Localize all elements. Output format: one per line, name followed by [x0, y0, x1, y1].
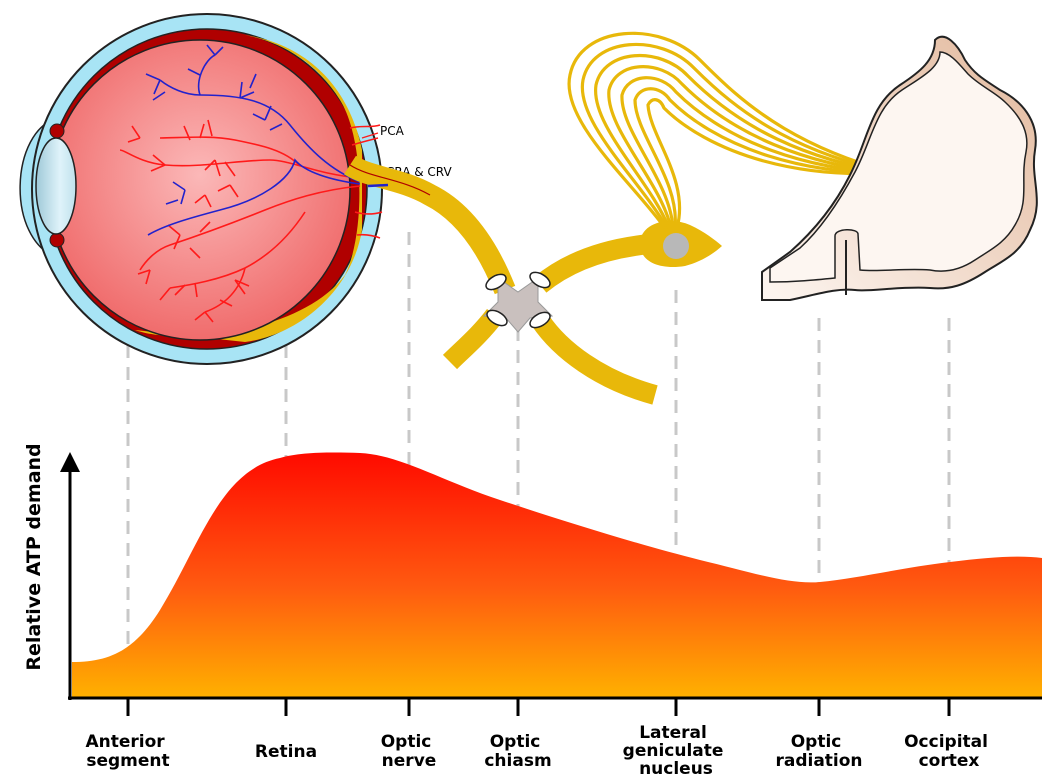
x-ticks [128, 698, 949, 716]
x-label-retina: Retina [255, 742, 317, 762]
ciliary-body-lower [50, 233, 64, 247]
contralateral-nerve [450, 315, 495, 362]
retina-interior [50, 40, 350, 340]
y-axis-label: Relative ATP demand [23, 443, 45, 670]
x-label-optic-chiasm: Optic chiasm [484, 732, 551, 771]
x-label-optic-radiation: Optic radiation [775, 732, 862, 771]
contralateral-tract [540, 320, 655, 395]
ciliary-body-upper [50, 124, 64, 138]
optic-tract [540, 244, 650, 285]
x-label-lgn: Lateral geniculate nucleus [623, 723, 730, 779]
x-label-anterior-segment: Anterior segment [85, 732, 170, 771]
lgn-core [663, 233, 689, 259]
pca-label: PCA [380, 124, 405, 138]
atp-demand-chart: Relative ATP demand Anterior segment Ret… [23, 443, 1042, 779]
y-axis-arrow [60, 452, 80, 472]
atp-demand-curve [72, 453, 1042, 697]
lens [36, 138, 76, 234]
x-label-occipital-cortex: Occipital cortex [904, 732, 994, 771]
x-label-optic-nerve: Optic nerve [381, 732, 438, 771]
